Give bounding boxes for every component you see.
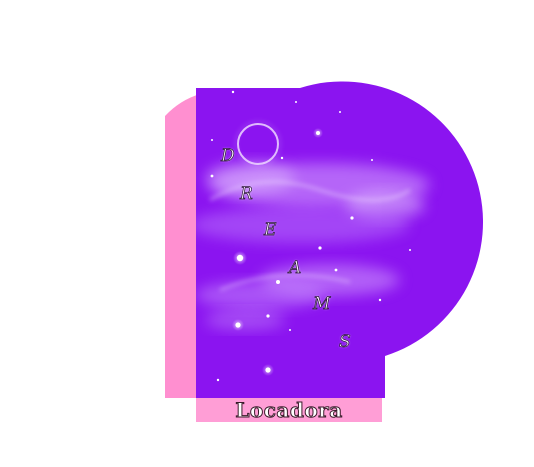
- star-glows: [232, 128, 323, 376]
- title-letter-r: R: [240, 184, 254, 204]
- pink-bottom-bar: [196, 398, 382, 422]
- title-letter-e: E: [264, 220, 277, 240]
- title-letter-d: D: [221, 146, 235, 166]
- nebula-clouds: [196, 162, 430, 330]
- title-letter-s: S: [339, 332, 351, 352]
- title-letter-a: A: [289, 258, 302, 278]
- title-letter-m: M: [313, 294, 331, 314]
- brand-name: Locadora: [235, 398, 343, 423]
- pink-back-panel: [165, 94, 200, 398]
- moon-ring: [235, 121, 281, 167]
